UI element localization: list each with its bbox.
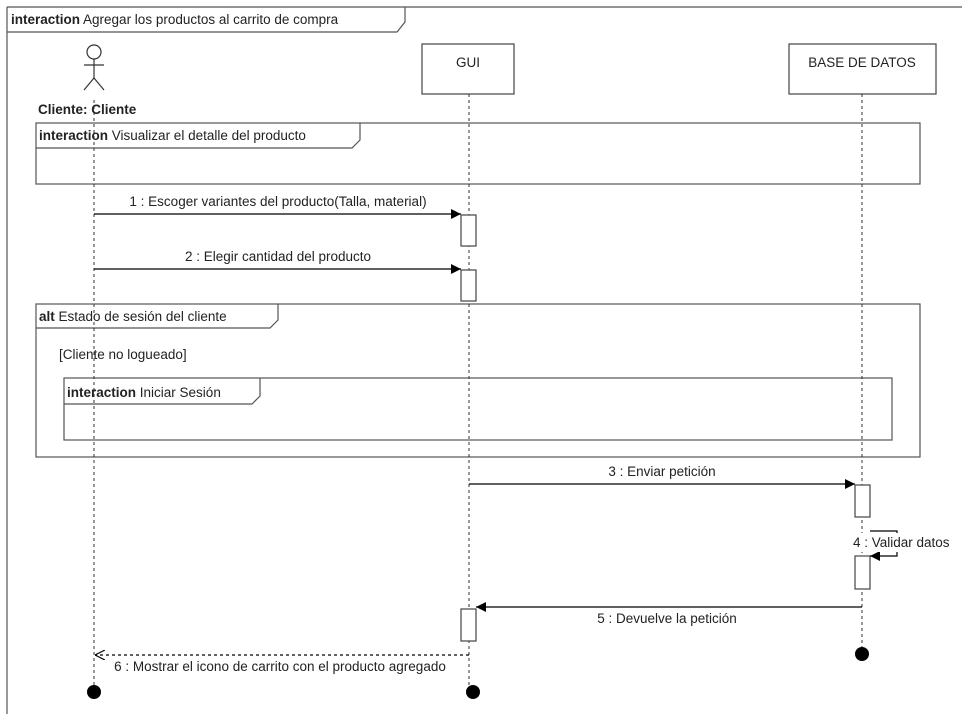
activation-db-1 [854,484,871,518]
fragment-visualizar-title: interaction Visualizar el detalle del pr… [39,128,306,143]
actor-label: Cliente: Cliente [38,102,137,117]
outer-frame-title: interaction Agregar los productos al car… [11,12,339,27]
message-6: 6 : Mostrar el icono de carrito con el p… [95,655,469,674]
fragment-visualizar: interaction Visualizar el detalle del pr… [35,122,921,185]
message-2-label: 2 : Elegir cantidad del producto [185,249,371,264]
message-6-label: 6 : Mostrar el icono de carrito con el p… [114,659,446,674]
message-4: 4 : Validar datos [853,530,960,561]
message-4-label: 4 : Validar datos [853,535,950,550]
fragment-iniciar-sesion: interaction Iniciar Sesión [63,377,893,441]
message-1-label: 1 : Escoger variantes del producto(Talla… [129,194,426,209]
outer-frame: interaction Agregar los productos al car… [6,6,962,714]
lifeline-head-db: BASE DE DATOS [788,43,937,95]
activation-gui-2 [460,269,477,302]
actor-cliente: Cliente: Cliente [38,44,137,117]
end-marker-cliente [87,685,101,699]
message-3-label: 3 : Enviar petición [608,464,715,479]
fragment-alt-title: alt Estado de sesión del cliente [39,309,227,324]
activation-db-2 [854,555,871,590]
end-marker-gui [466,685,480,699]
message-1: 1 : Escoger variantes del producto(Talla… [94,194,461,219]
activation-gui-1 [460,214,477,247]
stick-figure-icon [83,44,105,91]
activation-gui-3 [460,608,477,642]
fragment-alt: alt Estado de sesión del cliente [Client… [35,303,921,458]
end-marker-db [855,647,869,661]
message-3: 3 : Enviar petición [469,464,855,489]
message-5: 5 : Devuelve la petición [476,602,862,626]
lifeline-head-gui: GUI [421,43,515,95]
message-2: 2 : Elegir cantidad del producto [94,249,461,274]
message-5-label: 5 : Devuelve la petición [597,611,737,626]
alt-guard: [Cliente no logueado] [59,347,187,362]
lifeline-db-label: BASE DE DATOS [808,55,916,70]
fragment-iniciar-sesion-title: interaction Iniciar Sesión [67,385,221,400]
lifeline-gui-label: GUI [456,55,480,70]
